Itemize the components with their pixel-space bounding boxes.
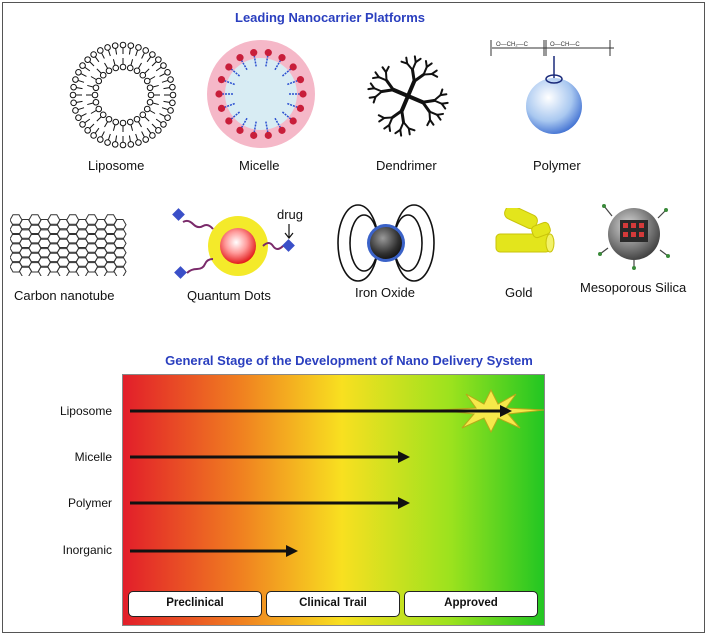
mesoporous-silica-icon xyxy=(598,204,670,270)
micelle-label: Micelle xyxy=(239,158,280,173)
carbon-nanotube-icon xyxy=(10,214,127,276)
liposome-icon xyxy=(69,41,177,149)
micelle-icon xyxy=(207,40,315,148)
carbon-nanotube-label: Carbon nanotube xyxy=(14,288,115,303)
top-title: Leading Nanocarrier Platforms xyxy=(235,10,425,25)
gold-label: Gold xyxy=(505,285,533,300)
polymer-icon: O—CH₂—C O—CH—C xyxy=(490,40,614,134)
iron-oxide-label: Iron Oxide xyxy=(355,285,415,300)
liposome-label: Liposome xyxy=(88,158,145,173)
quantum-dots-icon xyxy=(172,208,295,279)
row-label-polymer: Polymer xyxy=(67,496,112,510)
row-label-inorganic: Inorganic xyxy=(62,543,112,557)
stage-clinical-trail: Clinical Trail xyxy=(266,591,400,617)
row-label-liposome: Liposome xyxy=(59,404,112,418)
gold-icon xyxy=(495,208,555,253)
stage-preclinical: Preclinical xyxy=(128,591,262,617)
svg-text:O—CH—C: O—CH—C xyxy=(550,42,580,48)
iron-oxide-icon xyxy=(337,204,435,282)
drug-label: drug xyxy=(277,207,304,222)
stage-approved: Approved xyxy=(404,591,538,617)
row-label-micelle: Micelle xyxy=(74,450,112,464)
stage-title: General Stage of the Development of Nano… xyxy=(165,353,533,368)
dendrimer-icon xyxy=(367,55,449,137)
quantum-dots-label: Quantum Dots xyxy=(187,288,271,303)
dendrimer-label: Dendrimer xyxy=(376,158,437,173)
svg-text:O—CH₂—C: O—CH₂—C xyxy=(496,42,529,48)
polymer-label: Polymer xyxy=(533,158,581,173)
mesoporous-silica-label: Mesoporous Silica xyxy=(580,280,687,295)
